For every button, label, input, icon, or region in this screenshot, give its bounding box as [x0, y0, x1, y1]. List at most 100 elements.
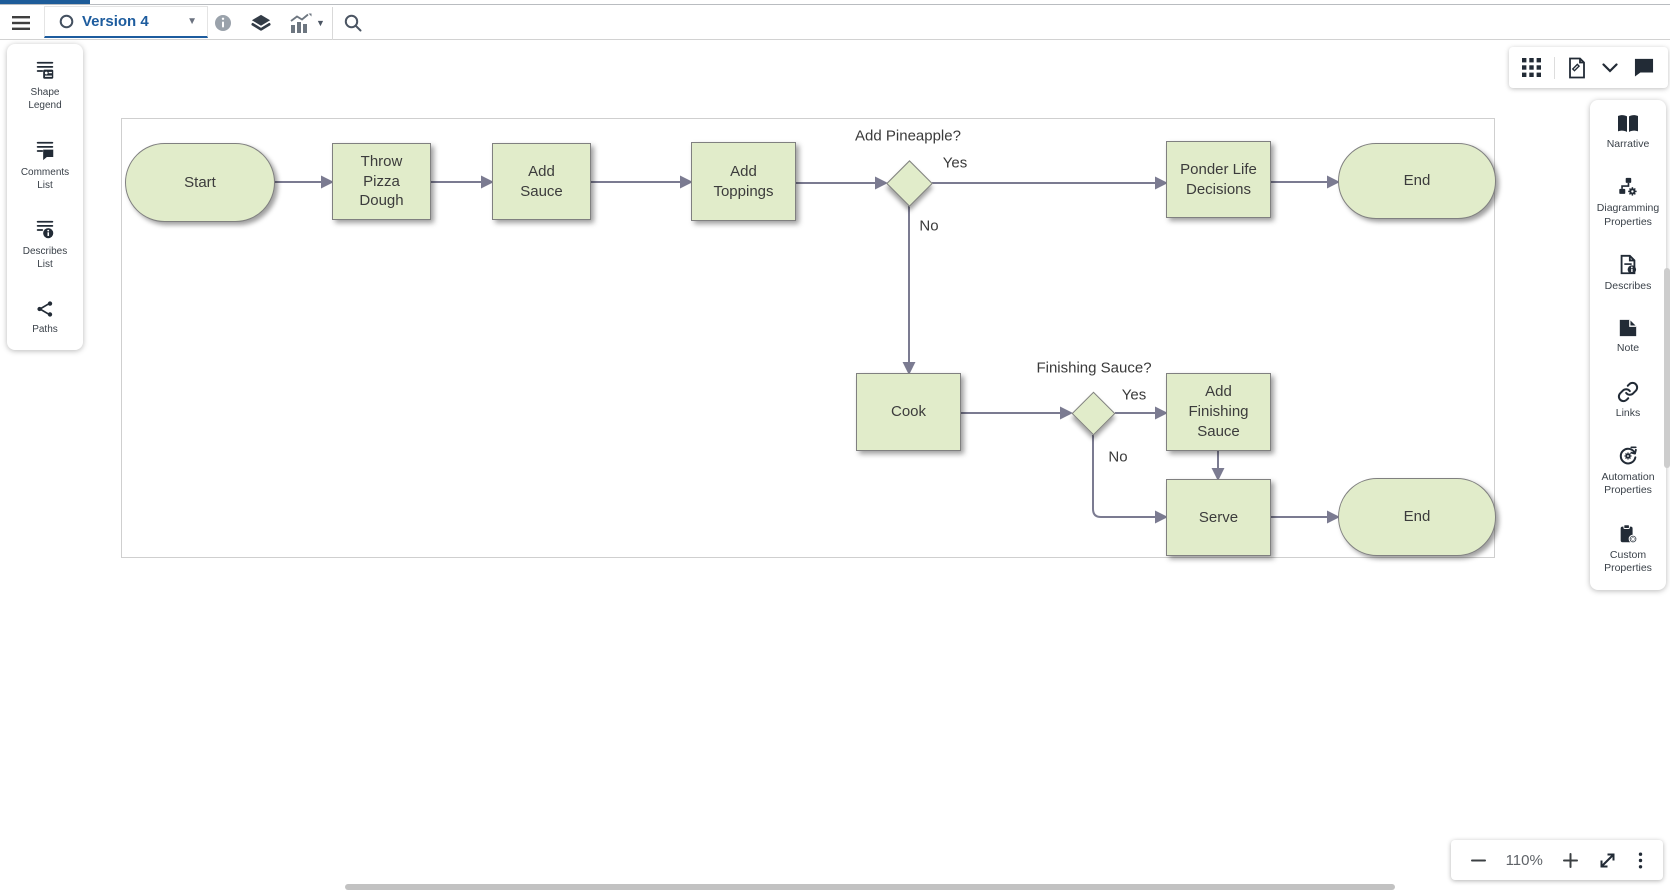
- node-end-top[interactable]: End: [1338, 143, 1496, 219]
- node-label: End: [1403, 172, 1431, 190]
- zoom-level: 110%: [1505, 851, 1543, 869]
- vertical-scrollbar-thumb[interactable]: [1664, 268, 1670, 468]
- analytics-chart-icon: [289, 13, 313, 33]
- hamburger-menu-button[interactable]: [8, 5, 34, 40]
- node-label: Add Finishing Sauce: [1188, 383, 1249, 440]
- node-end-bottom[interactable]: End: [1338, 478, 1496, 556]
- edge-label-yes-finishing: Yes: [1121, 386, 1147, 404]
- grid-icon: [1521, 58, 1541, 77]
- paths-icon: [35, 299, 55, 319]
- node-start[interactable]: Start: [125, 143, 275, 222]
- sidebar-item-label: Links: [1615, 406, 1641, 419]
- hamburger-icon: [11, 15, 31, 31]
- node-label: Ponder Life Decisions: [1180, 160, 1257, 198]
- sidebar-item-label: Custom Properties: [1604, 548, 1652, 575]
- horizontal-scrollbar-thumb[interactable]: [345, 884, 1395, 890]
- sidebar-item-label: Diagramming Properties: [1596, 202, 1660, 228]
- links-icon: [1617, 381, 1639, 403]
- node-add-finishing-sauce[interactable]: Add Finishing Sauce: [1166, 373, 1271, 451]
- edge-decision-no-to-serve[interactable]: [1092, 435, 1168, 524]
- export-options-button[interactable]: [1600, 61, 1620, 75]
- diagram-canvas[interactable]: Start Throw Pizza Dough Add Sauce Add Toppi…: [121, 118, 1496, 558]
- comment-button[interactable]: [1631, 56, 1657, 79]
- node-add-sauce[interactable]: Add Sauce: [492, 143, 591, 220]
- sidebar-item-paths[interactable]: Paths: [32, 299, 58, 336]
- more-options-icon: [1638, 852, 1643, 869]
- sidebar-item-narrative[interactable]: Narrative: [1606, 114, 1650, 152]
- edge-label-no-finishing: No: [1108, 448, 1128, 466]
- top-divider: [0, 4, 1670, 5]
- edge-label-no-pineapple: No: [919, 217, 939, 235]
- document-edit-button[interactable]: [1565, 55, 1589, 81]
- sidebar-item-comments-list[interactable]: Comments List: [16, 140, 74, 192]
- sidebar-item-label: Describes: [1604, 280, 1652, 293]
- left-panel: Shape Legend Comments List Describes Lis…: [7, 44, 83, 350]
- sidebar-item-label: Describes List: [22, 246, 68, 271]
- more-options-button[interactable]: [1636, 850, 1645, 871]
- node-cook[interactable]: Cook: [856, 373, 961, 451]
- node-label: End: [1403, 508, 1431, 526]
- automation-properties-icon: [1617, 445, 1639, 467]
- edge-label-yes-pineapple: Yes: [942, 154, 968, 172]
- describes-list-icon: [34, 219, 56, 241]
- info-icon: [214, 14, 232, 32]
- layers-icon: [250, 13, 272, 33]
- sidebar-item-label: Comments List: [20, 166, 70, 191]
- shape-legend-icon: [34, 60, 56, 82]
- node-label: Start: [184, 173, 216, 191]
- sidebar-item-diagramming-properties[interactable]: Diagramming Properties: [1596, 176, 1660, 229]
- narrative-icon: [1616, 114, 1640, 134]
- analytics-caret-icon: ▼: [316, 17, 325, 28]
- chevron-down-icon: [1602, 62, 1618, 73]
- sidebar-item-label: Narrative: [1606, 138, 1650, 150]
- canvas-toolbar-divider: [1553, 56, 1555, 79]
- custom-properties-icon: [1617, 523, 1639, 545]
- note-icon: [1617, 318, 1639, 338]
- version-selector[interactable]: Version 4 ▼: [44, 6, 208, 38]
- progress-bar: [0, 0, 90, 4]
- top-toolbar: Version 4 ▼ ▼: [0, 5, 1670, 40]
- sidebar-item-label: Note: [1616, 342, 1640, 355]
- zoom-out-button[interactable]: [1469, 851, 1488, 870]
- comment-icon: [1633, 58, 1655, 77]
- node-add-toppings[interactable]: Add Toppings: [691, 142, 796, 221]
- edge-layer: [275, 175, 1340, 524]
- sidebar-item-automation-properties[interactable]: Automation Properties: [1596, 445, 1660, 498]
- info-button[interactable]: [211, 5, 235, 40]
- describes-icon: [1617, 254, 1639, 276]
- node-serve[interactable]: Serve: [1166, 479, 1271, 556]
- sidebar-item-links[interactable]: Links: [1615, 381, 1641, 421]
- zoom-toolbar: 110%: [1451, 840, 1663, 880]
- decision-label-finishing: Finishing Sauce?: [1036, 359, 1152, 377]
- zoom-in-icon: [1562, 852, 1578, 868]
- sidebar-item-note[interactable]: Note: [1617, 318, 1639, 356]
- layers-button[interactable]: [247, 5, 275, 40]
- node-label: Add Sauce: [520, 162, 563, 200]
- search-button[interactable]: [340, 5, 366, 40]
- sidebar-item-custom-properties[interactable]: Custom Properties: [1596, 523, 1660, 576]
- node-ponder-life[interactable]: Ponder Life Decisions: [1166, 141, 1271, 218]
- sidebar-item-shape-legend[interactable]: Shape Legend: [16, 60, 74, 112]
- diagramming-properties-icon: [1617, 176, 1639, 198]
- node-label: Cook: [890, 403, 927, 421]
- sidebar-item-label: Shape Legend: [28, 87, 62, 111]
- zoom-out-icon: [1470, 853, 1486, 868]
- dropdown-caret-icon: ▼: [187, 16, 197, 27]
- sidebar-item-describes-list[interactable]: Describes List: [16, 219, 74, 271]
- grid-view-button[interactable]: [1520, 56, 1543, 79]
- version-label: Version 4: [82, 13, 149, 30]
- right-panel: Narrative Diagramming Properties Describ…: [1590, 100, 1666, 590]
- node-label: Serve: [1198, 508, 1239, 526]
- decision-label-pineapple: Add Pineapple?: [855, 127, 961, 145]
- fit-screen-button[interactable]: [1597, 850, 1618, 871]
- analytics-button[interactable]: ▼: [288, 5, 326, 40]
- canvas-toolbar: [1509, 47, 1668, 88]
- node-throw-pizza-dough[interactable]: Throw Pizza Dough: [332, 143, 431, 220]
- sidebar-item-describes[interactable]: Describes: [1604, 254, 1652, 294]
- zoom-in-button[interactable]: [1561, 851, 1580, 870]
- version-shape-icon: [59, 14, 74, 29]
- toolbar-divider: [332, 7, 333, 40]
- node-label: Add Toppings: [713, 162, 774, 200]
- comments-list-icon: [34, 140, 56, 162]
